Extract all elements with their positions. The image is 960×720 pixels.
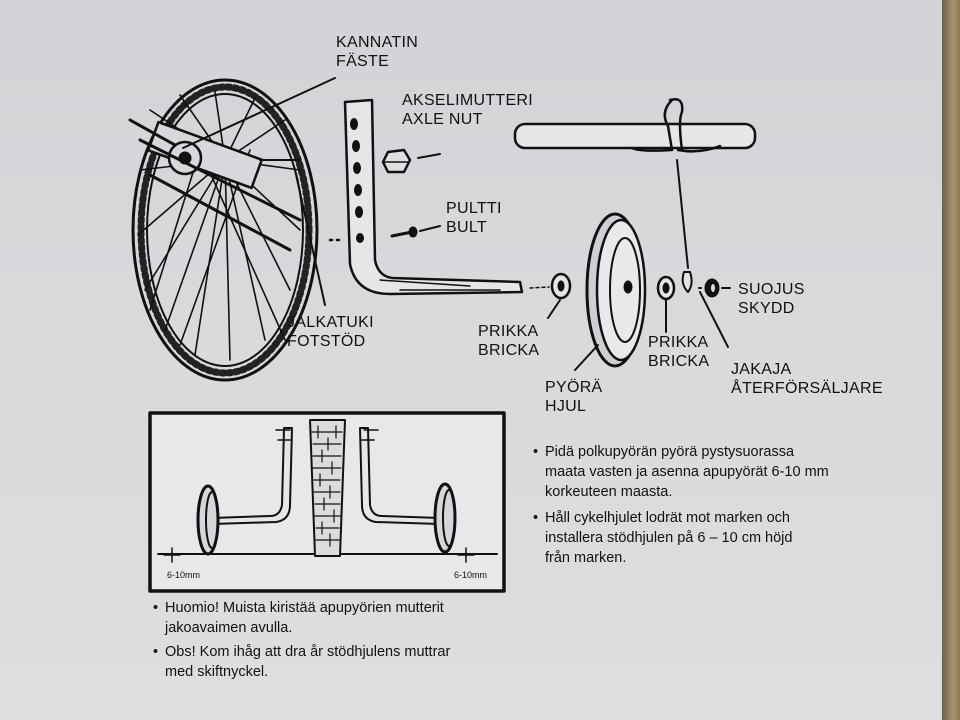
- label-wheel-fi: PYÖRÄ: [545, 379, 603, 396]
- label-bracket: KANNATIN FÄSTE: [336, 33, 418, 71]
- label-footrest: JALKATUKI FOTSTÖD: [287, 313, 374, 351]
- note-bottom-fi: • Huomio! Muista kiristää apupyörien mut…: [153, 598, 444, 638]
- leader-lines: [182, 77, 729, 371]
- cover-cap-part: [704, 278, 731, 298]
- washer-left-part: [529, 272, 572, 300]
- washer-right-part: [656, 275, 676, 301]
- note-line: med skiftnyckel.: [165, 664, 269, 680]
- note-bottom-sv: • Obs! Kom ihåg att dra år stödhjulens m…: [153, 642, 451, 682]
- label-washer-left-sv: BRICKA: [478, 342, 540, 359]
- label-axle-nut: AKSELIMUTTERI AXLE NUT: [402, 91, 533, 129]
- inset-measure-right: 6-10mm: [454, 570, 488, 580]
- wrench-part: [513, 98, 757, 269]
- label-cover-fi: SUOJUS: [738, 281, 805, 298]
- note-line: från marken.: [545, 550, 627, 566]
- label-washer-right-fi: PRIKKA: [648, 334, 709, 351]
- label-bolt-sv: BULT: [446, 219, 487, 236]
- label-washer-right: PRIKKA BRICKA: [648, 333, 709, 371]
- cotter-pin-part: [681, 271, 702, 293]
- note-right-fi: • Pidä polkupyörän pyörä pystysuorassa m…: [533, 442, 829, 502]
- bolt-part: [390, 225, 441, 238]
- label-footrest-sv: FOTSTÖD: [287, 333, 366, 350]
- bullet: •: [153, 644, 159, 660]
- bullet: •: [153, 600, 159, 616]
- label-axle-nut-en: AXLE NUT: [402, 111, 483, 128]
- note-line: installera stödhjulen på 6 – 10 cm höjd: [545, 530, 793, 546]
- note-right-sv: • Håll cykelhjulet lodrät mot marken och…: [533, 508, 793, 568]
- note-line: Obs! Kom ihåg att dra år stödhjulens mut…: [165, 644, 451, 660]
- label-wheel-sv: HJUL: [545, 398, 587, 415]
- bullet: •: [533, 510, 539, 526]
- label-bracket-fi: KANNATIN: [336, 34, 419, 51]
- label-washer-right-sv: BRICKA: [648, 353, 710, 370]
- label-washer-left: PRIKKA BRICKA: [478, 322, 539, 360]
- box-edge: [942, 0, 960, 720]
- label-bolt-fi: PULTTI: [446, 200, 502, 217]
- note-line: maata vasten ja asenna apupyörät 6-10 mm: [545, 464, 829, 480]
- note-line: korkeuteen maasta.: [545, 484, 673, 500]
- note-line: Pidä polkupyörän pyörä pystysuorassa: [545, 444, 795, 460]
- note-line: jakoavaimen avulla.: [165, 620, 293, 636]
- label-dealer-fi: JAKAJA: [731, 361, 792, 378]
- label-axle-nut-fi: AKSELIMUTTERI: [402, 92, 534, 109]
- note-line: Huomio! Muista kiristää apupyörien mutte…: [165, 600, 444, 616]
- label-bolt: PULTTI BULT: [446, 199, 502, 237]
- label-dealer: JAKAJA ÅTERFÖRSÄLJARE: [731, 360, 883, 398]
- axle-nut-part: [381, 148, 441, 174]
- inset-measure-left: 6-10mm: [167, 570, 201, 580]
- label-dealer-sv: ÅTERFÖRSÄLJARE: [731, 380, 883, 397]
- label-cover-sv: SKYDD: [738, 300, 795, 317]
- label-wheel: PYÖRÄ HJUL: [545, 378, 603, 416]
- bullet: •: [533, 444, 539, 460]
- note-line: Håll cykelhjulet lodrät mot marken och: [545, 510, 790, 526]
- label-bracket-sv: FÄSTE: [336, 53, 390, 70]
- training-wheel-part: [585, 212, 647, 368]
- label-washer-left-fi: PRIKKA: [478, 323, 539, 340]
- training-wheel-bracket: [343, 98, 524, 296]
- label-footrest-fi: JALKATUKI: [287, 314, 374, 331]
- height-inset-diagram: [148, 411, 506, 593]
- label-cover: SUOJUS SKYDD: [738, 280, 805, 318]
